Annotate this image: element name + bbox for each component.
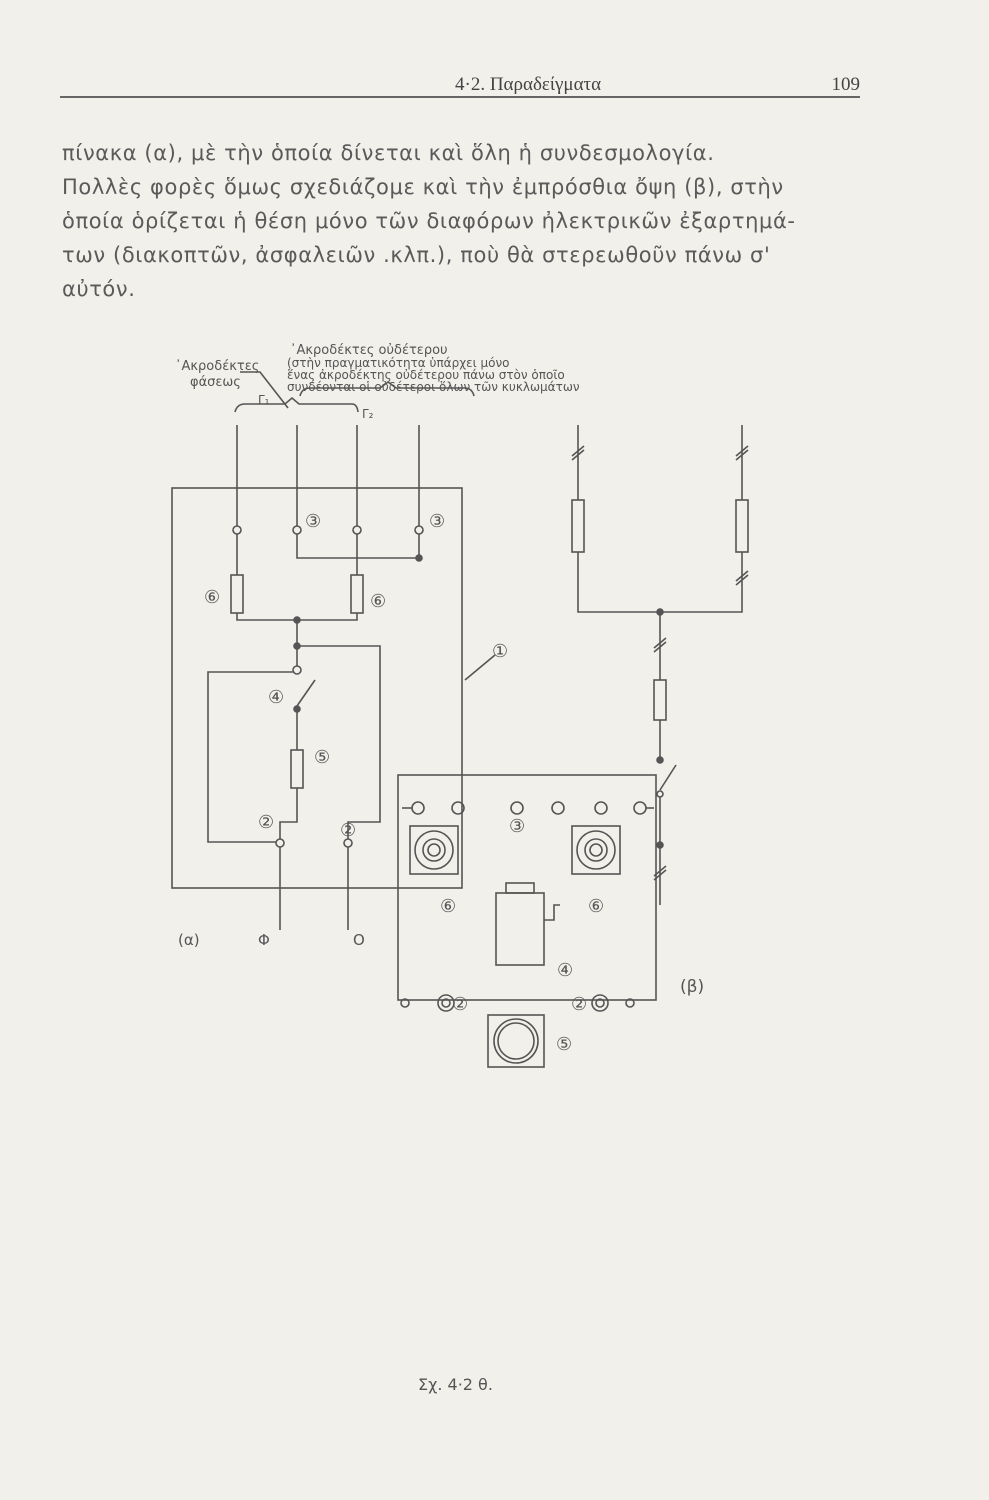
- text-line: των (διακοπτῶν, ἀσφαλειῶν .κλπ.), ποὺ θὰ…: [62, 243, 771, 267]
- svg-text:φάσεως: φάσεως: [190, 375, 241, 390]
- svg-text:⑤: ⑤: [314, 747, 330, 768]
- svg-text:Φ: Φ: [258, 931, 270, 949]
- svg-text:⑥: ⑥: [204, 587, 220, 608]
- svg-text:(α): (α): [178, 931, 200, 949]
- svg-text:③: ③: [509, 816, 525, 837]
- text-line: πίνακα (α), μὲ τὴν ὁποία δίνεται καὶ ὅλη…: [62, 141, 715, 165]
- fuse: [290, 749, 304, 789]
- svg-text:⑥: ⑥: [588, 896, 604, 917]
- svg-text:᾿Ακροδέκτες οὐδέτερου: ᾿Ακροδέκτες οὐδέτερου: [290, 343, 448, 358]
- schematic-a-labels: ③ ③ ⑥ ⑥ ④ ⑤ ② ② ① (α) Φ O: [178, 511, 508, 949]
- svg-text:᾿Ακροδέκτες: ᾿Ακροδέκτες: [175, 359, 259, 374]
- single-line-diagram: [571, 425, 749, 905]
- body-paragraph: πίνακα (α), μὲ τὴν ὁποία δίνεται καὶ ὅλη…: [62, 136, 862, 306]
- svg-text:②: ②: [571, 994, 587, 1015]
- figure-caption: Σχ. 4·2 θ.: [418, 1375, 493, 1394]
- svg-text:(στὴν πραγματικότητα ὑπάρχει μ: (στὴν πραγματικότητα ὑπάρχει μόνο: [287, 356, 510, 370]
- fuse: [350, 574, 364, 614]
- pointer-1: [464, 654, 496, 681]
- fuse: [230, 574, 244, 614]
- svg-text:⑥: ⑥: [440, 896, 456, 917]
- svg-text:②: ②: [258, 812, 274, 833]
- svg-text:②: ②: [340, 820, 356, 841]
- svg-text:⑤: ⑤: [556, 1034, 572, 1055]
- schematic-a: [171, 425, 496, 930]
- front-view-b-labels: ③ ⑥ ⑥ ④ ⑤ ② ② (β): [440, 816, 704, 1055]
- svg-text:③: ③: [305, 511, 321, 532]
- switch-blade: [296, 679, 316, 707]
- text-line: ὁποία ὁρίζεται ἡ θέση μόνο τῶν διαφόρων …: [62, 209, 796, 233]
- label-g1: Γ₁: [258, 393, 270, 407]
- svg-text:④: ④: [557, 960, 573, 981]
- front-view-b: [397, 774, 657, 1068]
- svg-text:O: O: [353, 931, 365, 949]
- svg-text:ἕνας ἀκροδέκτης οὐδέτερου πάνω: ἕνας ἀκροδέκτης οὐδέτερου πάνω στὸν ὁποῖ…: [287, 368, 565, 382]
- svg-text:①: ①: [492, 641, 508, 662]
- brace-g2: [299, 381, 475, 397]
- svg-text:②: ②: [452, 994, 468, 1015]
- brace-g1: [234, 396, 359, 413]
- label-g2: Γ₂: [362, 407, 374, 421]
- neutral-terminals-label: ᾿Ακροδέκτες οὐδέτερου (στὴν πραγματικότη…: [287, 343, 580, 394]
- svg-text:④: ④: [268, 687, 284, 708]
- page-header: 4·2. Παραδείγματα 109: [60, 70, 860, 98]
- text-line: Πολλὲς φορὲς ὅμως σχεδιάζομε καὶ τὴν ἐμπ…: [62, 175, 784, 199]
- svg-text:⑥: ⑥: [370, 591, 386, 612]
- section-title: 4·2. Παραδείγματα: [455, 74, 602, 95]
- text-line: αὐτόν.: [62, 277, 136, 301]
- svg-text:συνδέονται οἱ οὐδέτεροι ὅλων τ: συνδέονται οἱ οὐδέτεροι ὅλων τῶν κυκλωμά…: [287, 380, 580, 394]
- phase-pointer-arrow: [240, 371, 289, 409]
- svg-text:(β): (β): [680, 977, 704, 997]
- svg-text:③: ③: [429, 511, 445, 532]
- phase-terminals-label: ᾿Ακροδέκτες φάσεως: [175, 359, 259, 390]
- page-number: 109: [831, 74, 861, 95]
